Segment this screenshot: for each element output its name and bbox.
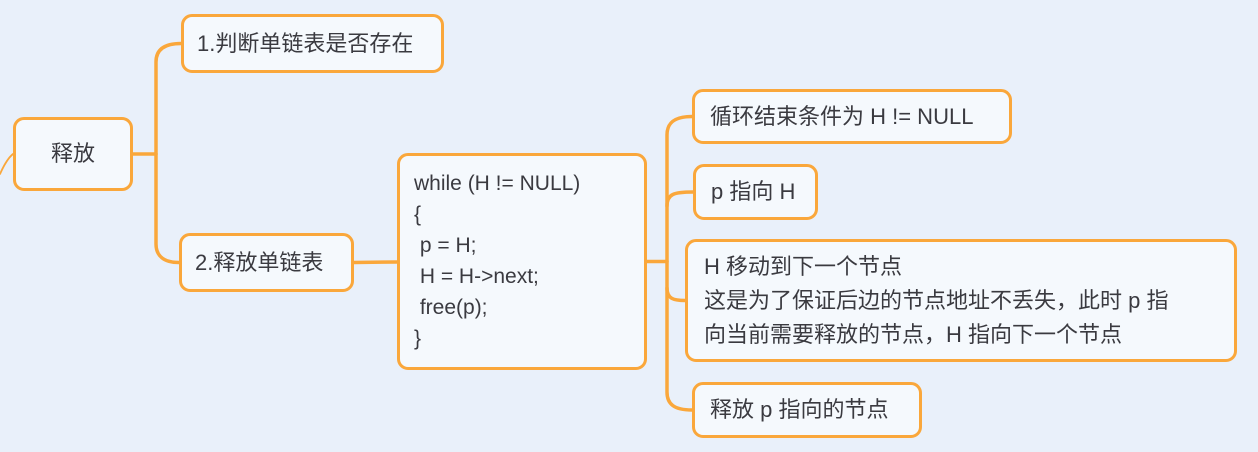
node-code-while-loop[interactable]: while (H != NULL) { p = H; H = H->next; …: [397, 153, 647, 370]
node-leaf-loop-end-condition[interactable]: 循环结束条件为 H != NULL: [692, 89, 1012, 144]
node-leaf3-label: H 移动到下一个节点 这是为了保证后边的节点地址不丢失，此时 p 指 向当前需要…: [704, 253, 1169, 347]
node-leaf-free-p-node[interactable]: 释放 p 指向的节点: [692, 382, 922, 438]
node-branch2-label: 2.释放单链表: [195, 249, 324, 275]
edge-code-children-trunk: [665, 114, 694, 412]
edge-branch2-to-code: [352, 260, 399, 265]
edge-from-offscreen-parent: [0, 153, 14, 175]
edge-branch-to-leaf2: [665, 190, 695, 208]
node-root-label: 释放: [50, 141, 95, 167]
node-leaf2-label: p 指向 H: [711, 179, 796, 205]
edge-branch-to-leaf3: [665, 286, 687, 303]
node-leaf1-label: 循环结束条件为 H != NULL: [710, 103, 974, 129]
node-leaf-h-moves-next[interactable]: H 移动到下一个节点 这是为了保证后边的节点地址不丢失，此时 p 指 向当前需要…: [685, 239, 1237, 362]
node-root-release[interactable]: 释放: [13, 117, 133, 191]
node-branch-free-list[interactable]: 2.释放单链表: [179, 233, 354, 292]
node-branch-check-list-exists[interactable]: 1.判断单链表是否存在: [181, 14, 444, 73]
node-branch1-label: 1.判断单链表是否存在: [197, 30, 414, 56]
node-code-label: while (H != NULL) { p = H; H = H->next; …: [414, 172, 581, 350]
edge-root-children-trunk: [154, 41, 183, 265]
node-leaf-p-points-to-h[interactable]: p 指向 H: [693, 164, 818, 220]
node-leaf4-label: 释放 p 指向的节点: [710, 397, 889, 423]
